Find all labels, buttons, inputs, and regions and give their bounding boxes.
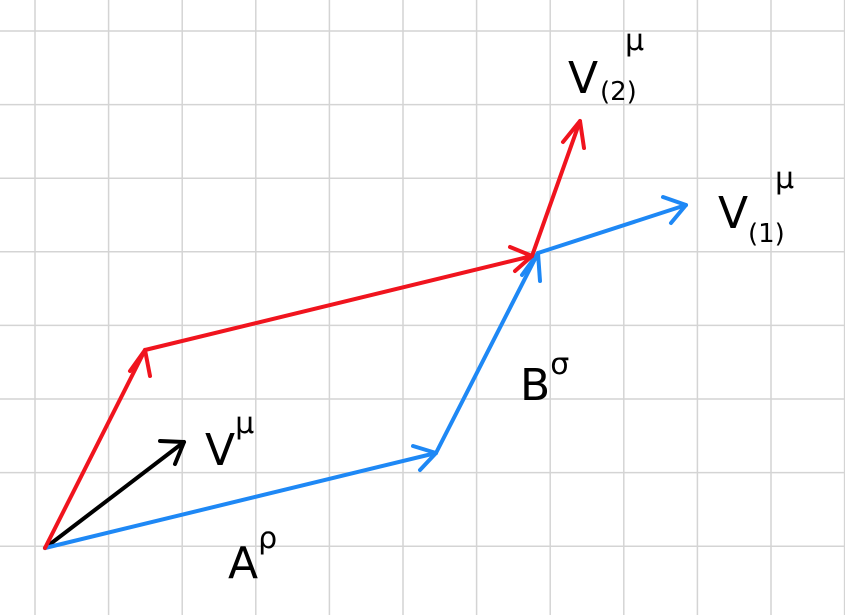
vector-v-shaft bbox=[43, 440, 186, 550]
vector-b-first-shaft bbox=[43, 348, 147, 550]
label-v-base: V bbox=[205, 425, 235, 476]
vector-v1-shaft bbox=[536, 203, 688, 255]
vector-v2-shaft bbox=[530, 119, 582, 258]
label-b: Bσ bbox=[520, 347, 569, 411]
vector-v bbox=[43, 439, 186, 550]
label-b-superscript: σ bbox=[550, 347, 569, 382]
vector-b-shaft bbox=[434, 251, 540, 455]
label-a: Aρ bbox=[228, 521, 277, 589]
label-a-superscript: ρ bbox=[258, 521, 277, 556]
vector-v-arrowhead bbox=[158, 439, 186, 466]
vector-b bbox=[434, 251, 542, 455]
label-v2: V (2) μ bbox=[568, 23, 644, 107]
vector-v2 bbox=[530, 119, 586, 258]
vector-v1 bbox=[536, 195, 688, 255]
label-a-base: A bbox=[228, 538, 258, 589]
vector-a-second-shaft bbox=[143, 254, 534, 352]
label-b-base: B bbox=[520, 360, 550, 411]
vector-v2-arrowhead bbox=[561, 119, 586, 150]
label-v: Vμ bbox=[205, 406, 254, 476]
label-v2-subscript: (2) bbox=[600, 77, 637, 107]
vector-v1-arrowhead bbox=[661, 195, 688, 225]
label-v1-base: V bbox=[718, 188, 748, 239]
label-v2-superscript: μ bbox=[625, 23, 644, 58]
label-v1-superscript: μ bbox=[775, 161, 794, 196]
vector-a bbox=[43, 444, 438, 550]
label-v2-base: V bbox=[568, 53, 598, 104]
label-v1: V (1) μ bbox=[718, 161, 794, 249]
vector-b-first bbox=[43, 348, 152, 550]
vector-a-shaft bbox=[43, 451, 438, 550]
label-v-superscript: μ bbox=[235, 406, 254, 441]
label-v1-subscript: (1) bbox=[748, 219, 785, 249]
vector-a-second bbox=[143, 245, 534, 352]
